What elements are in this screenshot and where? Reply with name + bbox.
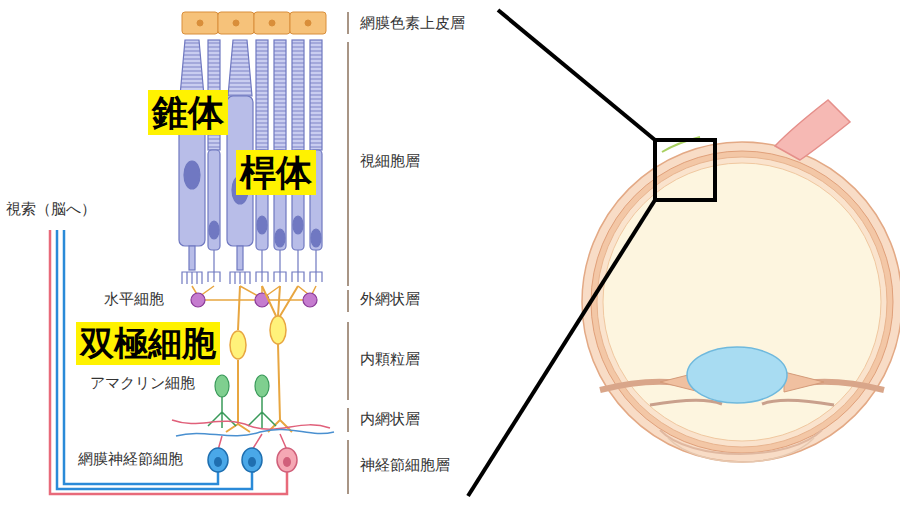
cone-cell bbox=[180, 40, 204, 96]
rod-cell bbox=[208, 272, 220, 282]
bipolar-highlight: 双極細胞 bbox=[76, 322, 220, 365]
ganglion-cell bbox=[277, 448, 297, 472]
layer-bracket bbox=[347, 408, 349, 432]
ganglion-cell bbox=[283, 457, 291, 467]
optic-tract bbox=[64, 230, 218, 484]
part-label: アマクリン細胞 bbox=[90, 374, 195, 392]
ganglion-cell bbox=[214, 457, 222, 467]
layer-label: 神経節細胞層 bbox=[360, 456, 450, 474]
ganglion-cell bbox=[248, 457, 256, 467]
eyeball bbox=[775, 100, 850, 160]
rod-cell bbox=[310, 250, 322, 282]
layer-label: 内顆粒層 bbox=[360, 350, 420, 368]
layer-bracket bbox=[347, 440, 349, 494]
pigment-epithelium bbox=[182, 12, 326, 34]
rod-cell bbox=[209, 221, 219, 239]
rod-highlight: 桿体 bbox=[236, 150, 316, 195]
layer-bracket bbox=[347, 322, 349, 400]
eyeball bbox=[668, 438, 814, 462]
pigment-epithelium bbox=[197, 20, 203, 26]
optic-tract bbox=[50, 230, 287, 494]
layer-label: 網膜色素上皮層 bbox=[360, 14, 465, 32]
pigment-epithelium bbox=[305, 20, 311, 26]
layer-label: 視細胞層 bbox=[360, 152, 420, 170]
cell-name: 錐体 bbox=[152, 91, 224, 134]
pigment-epithelium bbox=[233, 20, 239, 26]
eyeball bbox=[582, 142, 900, 462]
layer-bracket bbox=[347, 12, 349, 494]
rod-cell bbox=[256, 250, 268, 282]
amacrine-cell bbox=[208, 375, 276, 428]
eyeball bbox=[650, 400, 722, 405]
ganglion-cell bbox=[208, 448, 297, 472]
amacrine-cell bbox=[255, 375, 269, 397]
inner-plexiform-fiber bbox=[172, 420, 330, 429]
layer-label: 内網状層 bbox=[360, 410, 420, 428]
pigment-epithelium bbox=[218, 12, 254, 34]
eyeball bbox=[597, 157, 887, 447]
eyeball bbox=[784, 372, 824, 392]
zoom-callout bbox=[468, 10, 715, 496]
rod-cell bbox=[310, 40, 322, 150]
zoom-callout bbox=[498, 10, 655, 140]
cone-cell bbox=[182, 272, 202, 284]
optic-tract bbox=[57, 230, 252, 489]
amacrine-cell bbox=[215, 375, 229, 397]
part-label: 水平細胞 bbox=[104, 290, 164, 308]
eyeball bbox=[687, 347, 787, 403]
cone-cell bbox=[228, 40, 252, 96]
pigment-epithelium bbox=[254, 12, 290, 34]
rod-cell bbox=[293, 216, 303, 234]
eyeball bbox=[582, 100, 900, 462]
cone-cell bbox=[184, 161, 200, 189]
bipolar-cell bbox=[270, 316, 286, 344]
horizontal-cell bbox=[191, 286, 317, 307]
cone-cell bbox=[237, 246, 243, 270]
cell-name: 双極細胞 bbox=[80, 323, 216, 364]
bipolar-cell bbox=[230, 331, 246, 359]
eyeball bbox=[762, 400, 834, 405]
rod-cell bbox=[274, 250, 286, 282]
rod-cell bbox=[292, 40, 304, 150]
zoom-callout bbox=[655, 140, 715, 200]
pigment-epithelium bbox=[269, 20, 275, 26]
inner-plexiform-fiber bbox=[172, 420, 334, 436]
eyeball bbox=[603, 163, 881, 441]
cell-name: 桿体 bbox=[240, 151, 312, 194]
horizontal-cell bbox=[303, 293, 317, 307]
part-label: 網膜神経節細胞 bbox=[78, 450, 183, 468]
pigment-epithelium bbox=[290, 12, 326, 34]
rod-cell bbox=[208, 40, 322, 282]
bipolar-cell bbox=[226, 286, 250, 432]
cone-cell bbox=[230, 272, 250, 284]
part-label: 視索（脳へ） bbox=[6, 200, 96, 218]
rod-cell bbox=[208, 150, 220, 250]
ganglion-cell bbox=[208, 448, 228, 472]
rod-cell bbox=[311, 229, 321, 247]
bipolar-cell bbox=[262, 286, 298, 432]
rod-cell bbox=[213, 250, 214, 272]
rod-cell bbox=[292, 250, 304, 282]
pigment-epithelium bbox=[182, 12, 218, 34]
layer-bracket bbox=[347, 290, 349, 312]
rod-cell bbox=[275, 229, 285, 247]
optic-tract bbox=[50, 230, 287, 494]
layer-bracket bbox=[347, 12, 349, 34]
layer-bracket bbox=[347, 42, 349, 286]
cone-highlight: 錐体 bbox=[148, 90, 228, 135]
ganglion-cell bbox=[242, 448, 262, 472]
rod-cell bbox=[256, 40, 268, 150]
layer-label: 外網状層 bbox=[360, 290, 420, 308]
rod-cell bbox=[257, 216, 267, 234]
eyeball bbox=[591, 151, 893, 453]
rod-cell bbox=[274, 40, 286, 150]
cone-cell bbox=[189, 246, 195, 270]
horizontal-cell bbox=[191, 293, 205, 307]
inner-plexiform-fiber bbox=[176, 429, 334, 436]
zoom-callout bbox=[468, 200, 655, 496]
